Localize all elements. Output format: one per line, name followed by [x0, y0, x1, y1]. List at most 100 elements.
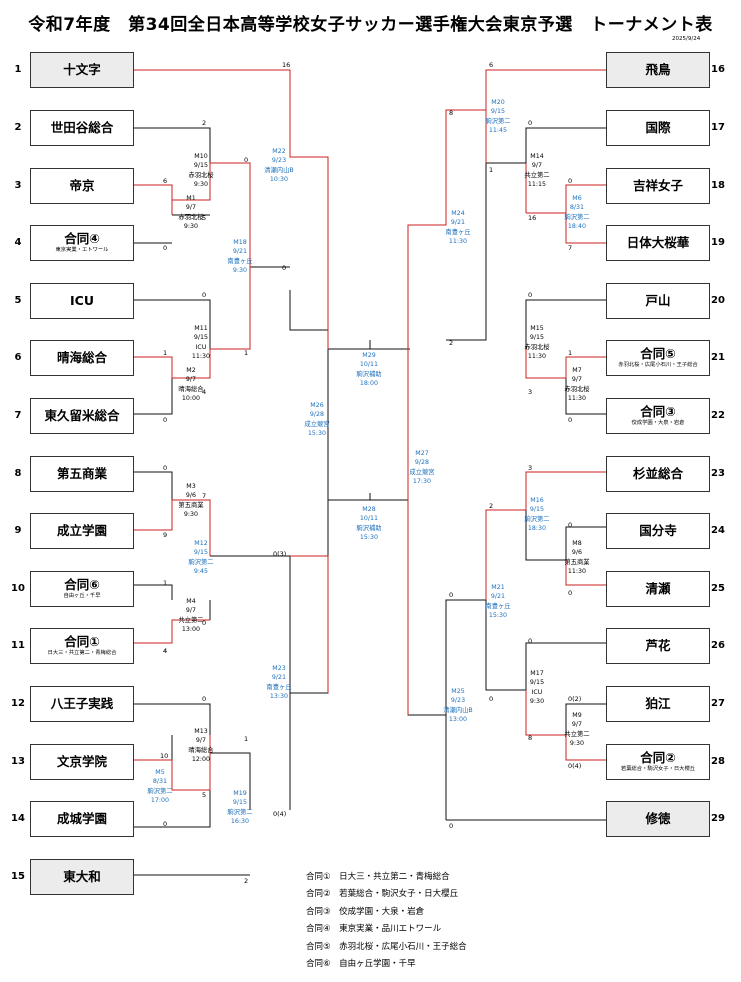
- match-time: 15:30: [307, 429, 327, 437]
- seed-number: 24: [711, 525, 725, 536]
- match-venue: 南豊ヶ丘: [266, 683, 292, 691]
- team-box: 文京学院: [30, 744, 134, 780]
- seed-number: 20: [711, 295, 725, 306]
- score: 0: [528, 637, 533, 645]
- seed-number: 15: [11, 871, 25, 882]
- score: 1: [244, 735, 249, 743]
- score: 0: [163, 416, 168, 424]
- match-venue: 駒沢第二: [485, 117, 511, 125]
- team-box: 晴海総合: [30, 340, 134, 376]
- score: 0: [449, 822, 454, 830]
- seed-number: 9: [14, 525, 22, 536]
- match-id: M9: [572, 712, 582, 719]
- match-date: 9/7: [195, 737, 207, 745]
- team-box: 飛鳥: [606, 52, 710, 88]
- score: 1: [163, 349, 168, 357]
- team-box: 第五商業: [30, 456, 134, 492]
- score: 4: [163, 647, 168, 655]
- score: 9: [163, 531, 168, 539]
- match-id: M2: [186, 367, 196, 374]
- legend-label: 合同②: [306, 889, 331, 899]
- legend-row: 合同⑤ 赤羽北桜・広尾小石川・王子総合: [306, 941, 467, 953]
- seed-number: 10: [11, 583, 25, 594]
- match-time: 9:30: [183, 222, 199, 230]
- team-box: 帝京: [30, 168, 134, 204]
- score: 0: [449, 591, 454, 599]
- match-id: M4: [186, 598, 196, 605]
- team-name: 芦花: [645, 638, 671, 653]
- seed-number: 21: [711, 352, 725, 363]
- team-box: 杉並総合: [606, 456, 710, 492]
- score: 1: [489, 166, 494, 174]
- match-venue: ICU: [531, 688, 543, 696]
- match-id: M8: [572, 540, 582, 547]
- legend-members: 自由ヶ丘学園・千早: [339, 959, 416, 969]
- match-date: 9/21: [232, 248, 248, 256]
- match-venue: 駒沢補助: [356, 370, 382, 378]
- legend-members: 佼成学園・大泉・岩倉: [339, 907, 425, 917]
- score: 6: [489, 61, 494, 69]
- match-date: 9/7: [185, 376, 197, 384]
- match-venue: 赤羽北桜: [178, 213, 204, 221]
- match-id: M25: [451, 688, 465, 695]
- match-id: M23: [272, 665, 286, 672]
- team-name: 文京学院: [56, 754, 107, 769]
- match-time: 10:30: [269, 175, 289, 183]
- match-id: M16: [530, 497, 544, 504]
- match-venue: 清瀬内山B: [264, 166, 294, 174]
- team-name: 狛江: [645, 696, 671, 711]
- score: 0(2): [568, 695, 582, 703]
- team-box: 世田谷総合: [30, 110, 134, 146]
- score: 0: [163, 464, 168, 472]
- legend-row: 合同④ 東京実業・品川エトワール: [306, 923, 441, 935]
- team-members: 自由ヶ丘・千早: [63, 593, 101, 599]
- match-venue: 晴海総合: [188, 746, 214, 754]
- team-box: 吉祥女子: [606, 168, 710, 204]
- team-name: 戸山: [645, 293, 671, 308]
- team-name: 東久留米総合: [44, 408, 120, 423]
- score: 7: [568, 244, 573, 252]
- match-venue: 共立第二: [524, 171, 550, 179]
- score: 7: [202, 492, 207, 500]
- match-date: 9/21: [490, 593, 506, 601]
- match-date: 10/11: [359, 515, 379, 523]
- match-date: 9/21: [450, 219, 466, 227]
- seed-number: 26: [711, 640, 725, 651]
- team-name: 杉並総合: [632, 466, 683, 481]
- team-box: 十文字: [30, 52, 134, 88]
- match-venue: 駒沢第二: [524, 515, 550, 523]
- score: 16: [282, 61, 291, 69]
- score: 0: [568, 177, 573, 185]
- match-date: 9/15: [529, 506, 545, 514]
- match-time: 11:15: [527, 180, 547, 188]
- score: 3: [528, 388, 533, 396]
- match-date: 9/7: [571, 376, 583, 384]
- team-box: 戸山: [606, 283, 710, 319]
- match-date: 9/15: [193, 334, 209, 342]
- team-name: 成立学園: [56, 523, 107, 538]
- team-name: 合同①: [64, 634, 100, 649]
- match-id: M6: [572, 195, 582, 202]
- legend-row: 合同① 日大三・共立第二・青梅総合: [306, 871, 450, 883]
- score: 5: [202, 214, 207, 222]
- score: 3: [528, 464, 533, 472]
- match-time: 17:00: [150, 796, 170, 804]
- match-date: 9/7: [531, 162, 543, 170]
- match-date: 9/15: [232, 799, 248, 807]
- match-date: 9/15: [193, 162, 209, 170]
- seed-number: 29: [711, 813, 725, 824]
- team-name: 吉祥女子: [632, 178, 683, 193]
- seed-number: 28: [711, 756, 725, 767]
- team-box: 国分寺: [606, 513, 710, 549]
